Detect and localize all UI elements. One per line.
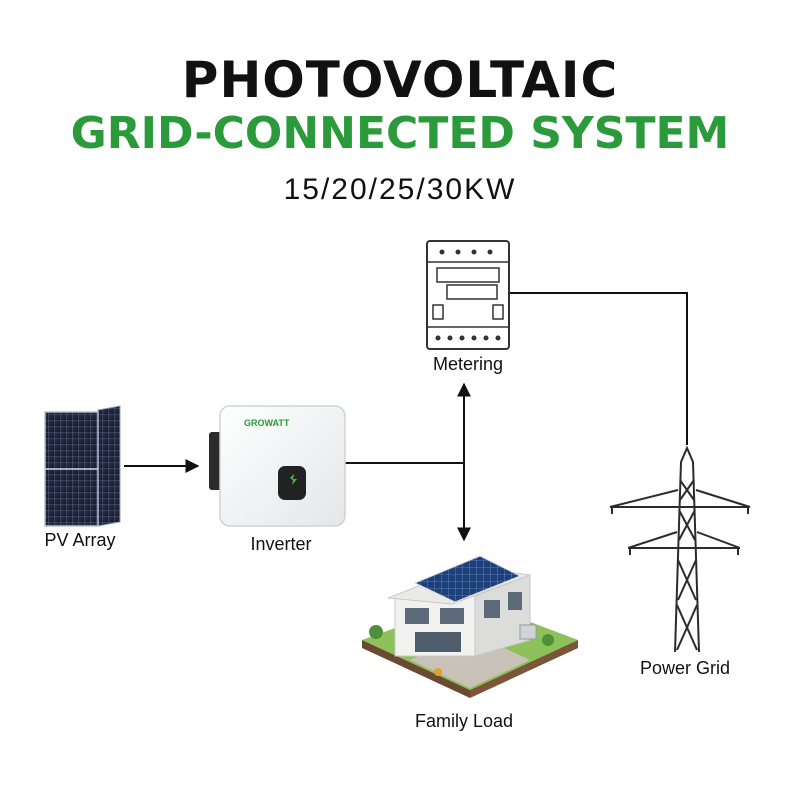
inverter-icon: GROWATT [209, 405, 346, 527]
subtitle-power-range: 15/20/25/30KW [283, 173, 517, 206]
metering-to-grid-line [510, 292, 688, 445]
pv-array-icon [44, 405, 121, 527]
power-tower-icon [609, 445, 751, 653]
label-family-load: Family Load [414, 711, 514, 731]
meter-icon [426, 240, 510, 350]
house-icon [362, 555, 578, 698]
title-line-1: PHOTOVOLTAIC [181, 51, 619, 109]
inverter-brand-logo: GROWATT [244, 418, 290, 428]
label-power-grid: Power Grid [639, 658, 731, 678]
label-inverter: Inverter [250, 534, 312, 554]
label-metering: Metering [432, 354, 504, 374]
connection-lines [124, 292, 688, 542]
label-pv-array: PV Array [44, 530, 116, 550]
title-line-2: GRID-CONNECTED SYSTEM [70, 108, 730, 159]
